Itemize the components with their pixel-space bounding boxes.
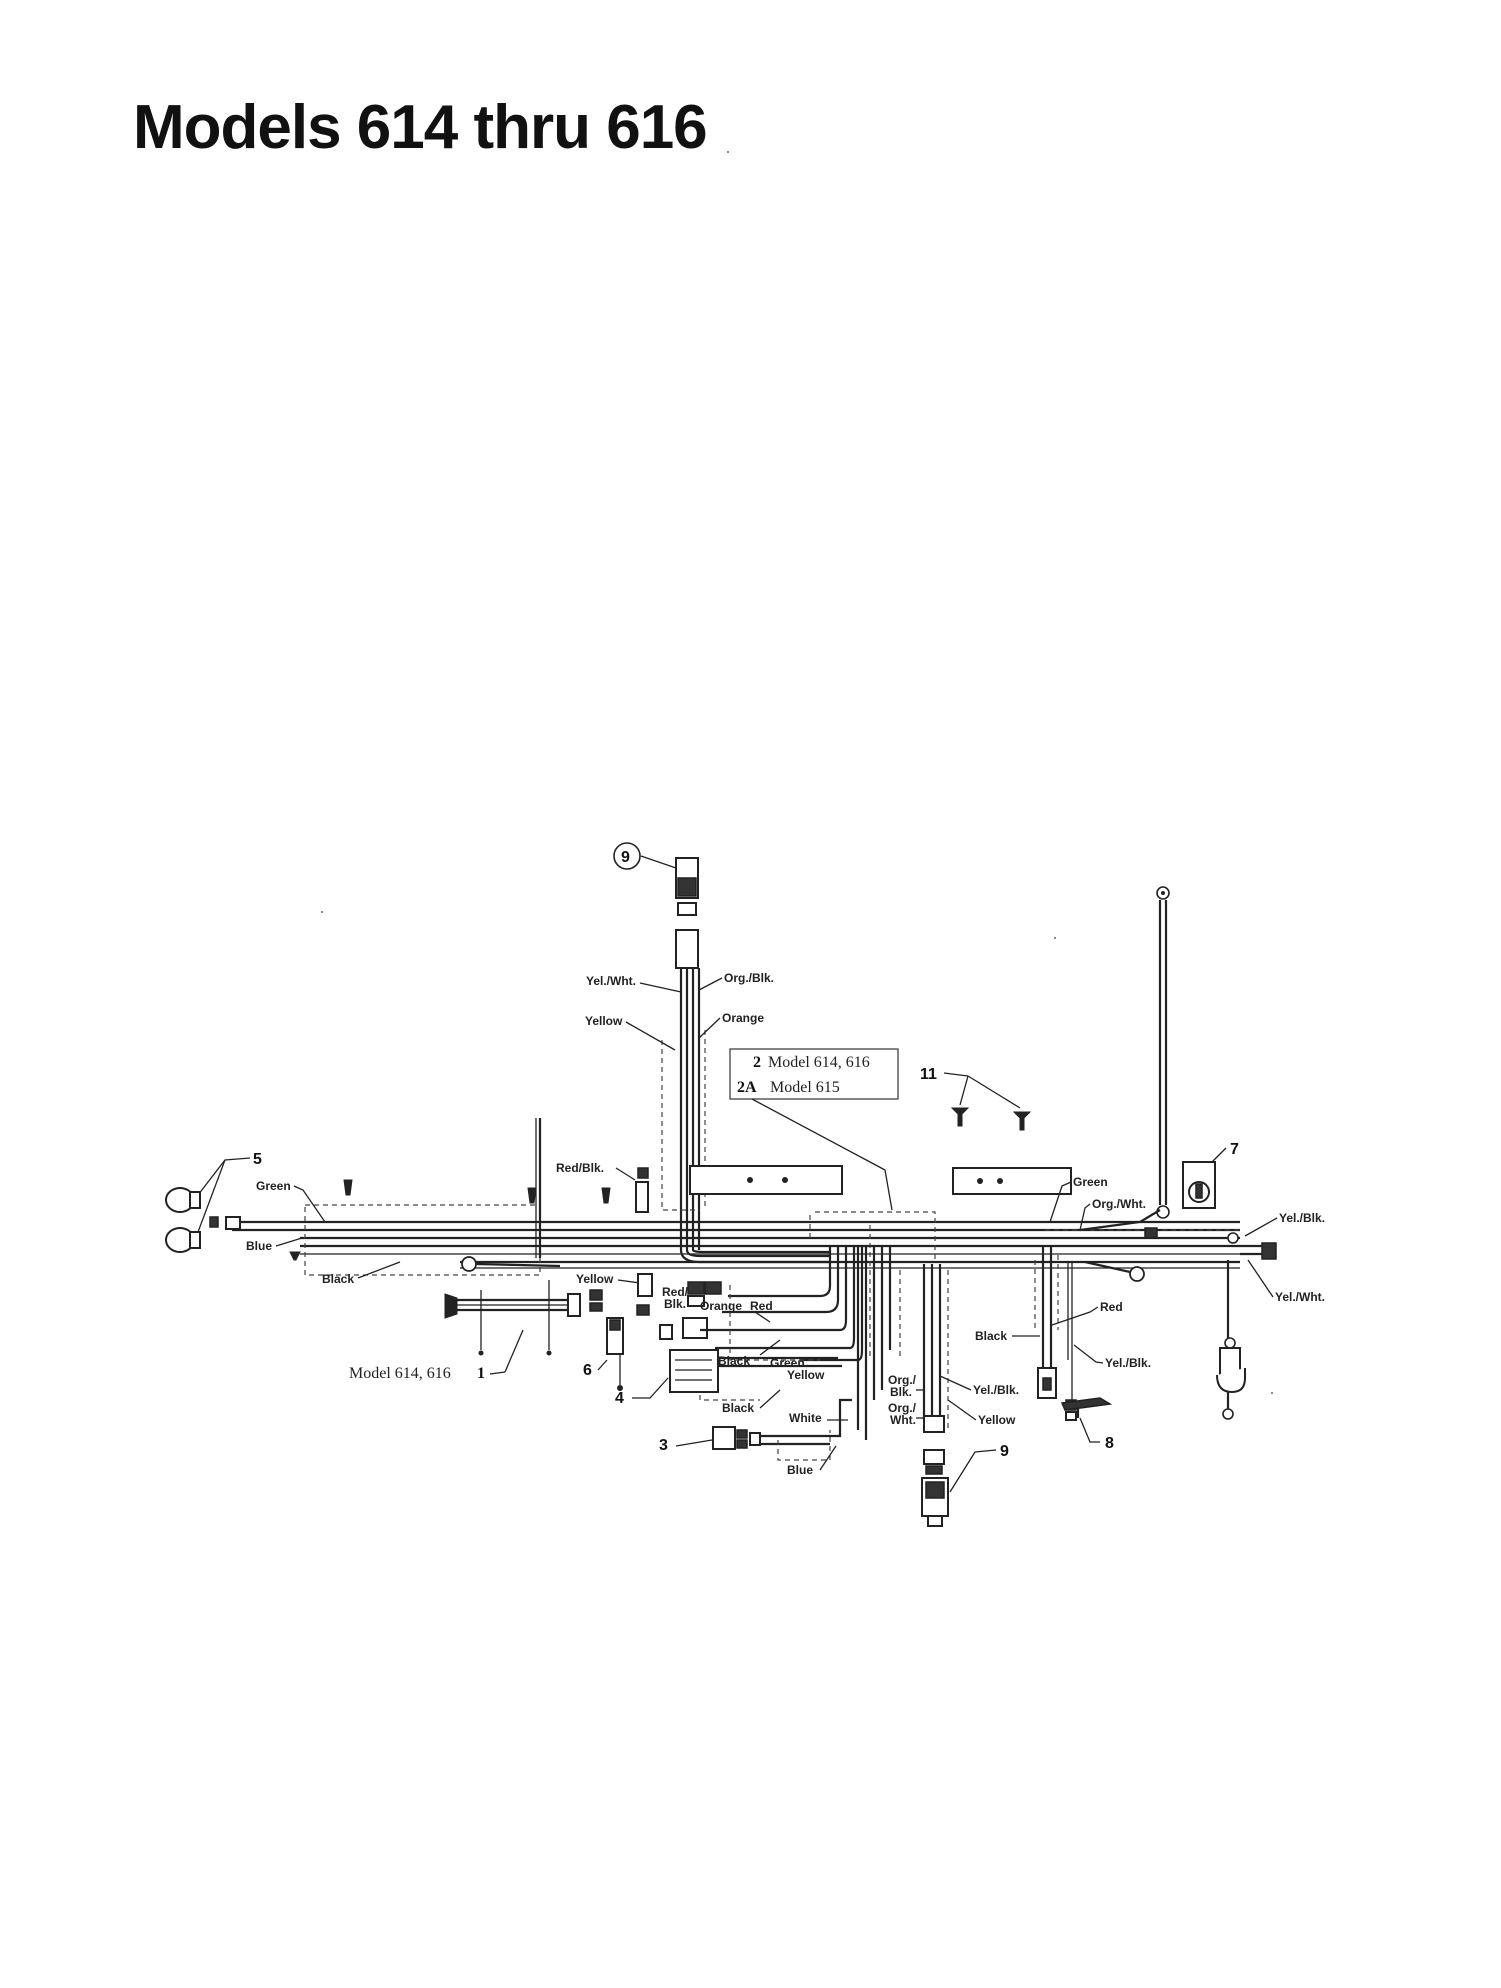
item-6-switch: 6 [583, 1317, 624, 1391]
callout-3: 3 [659, 1437, 668, 1454]
label-org-wht-low-a: Org./ [888, 1401, 917, 1415]
label-blue-low: Blue [787, 1463, 813, 1477]
callout-9-top: 9 [621, 849, 630, 866]
lower-branches [700, 1215, 901, 1440]
label-orange-top: Orange [722, 1011, 764, 1025]
label-green-right: Green [1073, 1175, 1108, 1189]
label-blue-left: Blue [246, 1239, 272, 1253]
label-org-wht-right: Org./Wht. [1092, 1197, 1146, 1211]
battery-cable [461, 1256, 561, 1272]
label-red-right: Red [1100, 1300, 1123, 1314]
label-yel-blk-right: Yel./Blk. [1279, 1211, 1325, 1225]
label-black-low: Black [722, 1401, 754, 1415]
bracket-left [689, 1165, 843, 1195]
callout-9-top-circle [613, 842, 641, 870]
callout-8: 8 [1105, 1435, 1114, 1452]
item-5-headlights: 5 [165, 1151, 262, 1253]
right-vertical-lead [1156, 886, 1170, 1219]
connector-9-top: 9 [613, 842, 699, 969]
label-yel-wht-right: Yel./Wht. [1275, 1290, 1325, 1304]
connector-9-bottom: 9 [921, 1264, 1009, 1527]
label-black-right: Black [975, 1329, 1007, 1343]
legend-item-2a-number: 2A [737, 1079, 757, 1096]
label-org-blk-low-b: Blk. [890, 1385, 912, 1399]
left-fasteners [289, 1179, 611, 1261]
item-4-module: 4 [615, 1349, 842, 1407]
label-red-mid: Red [750, 1299, 773, 1313]
label-green-mid: Green [770, 1356, 805, 1370]
label-black-mid: Black [718, 1354, 750, 1368]
bracket-right [952, 1167, 1072, 1195]
label-red-blk: Red/Blk. [556, 1161, 604, 1175]
label-orange-mid: Orange [700, 1299, 742, 1313]
label-yellow-low: Yellow [978, 1413, 1016, 1427]
callout-11: 11 [920, 1066, 937, 1083]
label-yel-blk-right2: Yel./Blk. [1105, 1356, 1151, 1370]
label-org-blk-top: Org./Blk. [724, 971, 774, 985]
label-org-wht-low-b: Wht. [890, 1413, 916, 1427]
item-7-key-switch: 7 [1182, 1141, 1239, 1209]
label-green-left: Green [256, 1179, 291, 1193]
top-vertical-bundle [661, 968, 830, 1264]
main-harness [232, 1204, 1240, 1276]
right-ring-terminal [1084, 1260, 1145, 1282]
callout-1-text: Model 614, 616 [349, 1365, 451, 1382]
item-11-bolts: 11 [920, 1066, 1032, 1131]
legend-box: 2 Model 614, 616 2A Model 615 [729, 1048, 899, 1211]
legend-item-2-text: Model 614, 616 [768, 1054, 870, 1071]
label-org-blk-low-a: Org./ [888, 1373, 917, 1387]
callout-4: 4 [615, 1390, 624, 1407]
item-1-cables: Model 614, 616 1 [349, 1280, 581, 1382]
label-yellow-mid2: Yellow [787, 1368, 825, 1382]
item-8-bracket: 8 [1060, 1397, 1114, 1452]
callout-9-bottom: 9 [1000, 1443, 1009, 1460]
legend-item-2a-text: Model 615 [770, 1079, 840, 1096]
label-yel-blk-low: Yel./Blk. [973, 1383, 1019, 1397]
far-right-clutch [1216, 1260, 1246, 1420]
label-black-left: Black [322, 1272, 354, 1286]
label-yel-wht-top: Yel./Wht. [586, 974, 636, 988]
center-vertical-lead [535, 1118, 542, 1258]
callout-5: 5 [253, 1151, 262, 1168]
label-yellow-top: Yellow [585, 1014, 623, 1028]
label-red-blk2-b: Blk. [664, 1297, 686, 1311]
right-lower-switch: Black Red Yel./Blk. [975, 1246, 1151, 1421]
label-red-blk2-a: Red/ [662, 1285, 689, 1299]
right-end-connectors: Yel./Blk. Yel./Wht. [1227, 1211, 1325, 1304]
page-title: Models 614 thru 616 [133, 93, 708, 162]
callout-1-number: 1 [477, 1365, 485, 1382]
callout-7: 7 [1230, 1141, 1239, 1158]
label-yellow-mid: Yellow [576, 1272, 614, 1286]
callout-6: 6 [583, 1362, 592, 1379]
item-3-relay: 3 White Blue [659, 1398, 852, 1477]
label-white-low: White [789, 1411, 822, 1425]
legend-item-2-number: 2 [753, 1054, 761, 1071]
